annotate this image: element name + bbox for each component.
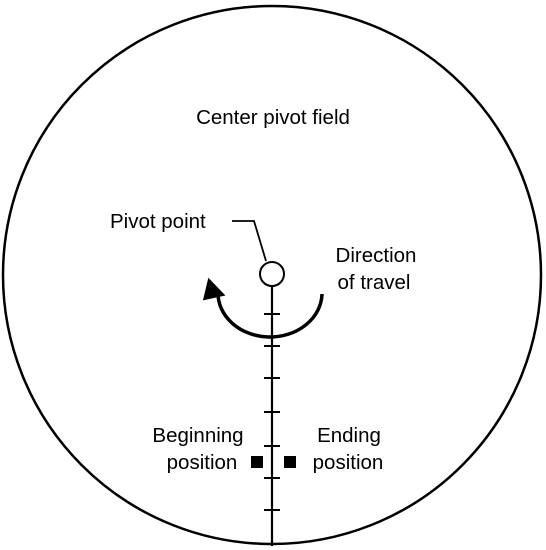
ending-label-line1: Ending <box>317 424 381 447</box>
direction-arc <box>216 291 324 339</box>
pivot-point-leader <box>232 220 267 262</box>
pivot-point-label: Pivot point <box>110 210 206 233</box>
ending-position-marker <box>284 456 296 468</box>
beginning-label-line2: position <box>167 451 238 474</box>
ending-label-line2: position <box>313 451 384 474</box>
field-title: Center pivot field <box>196 106 350 129</box>
direction-label-line1: Direction <box>336 244 417 267</box>
pivot-point-marker <box>259 261 285 287</box>
tower-ticks <box>264 313 280 511</box>
beginning-label-line1: Beginning <box>152 424 243 447</box>
beginning-position-marker <box>251 456 263 468</box>
direction-label-line2: of travel <box>338 271 411 294</box>
direction-arrowhead <box>202 277 226 301</box>
